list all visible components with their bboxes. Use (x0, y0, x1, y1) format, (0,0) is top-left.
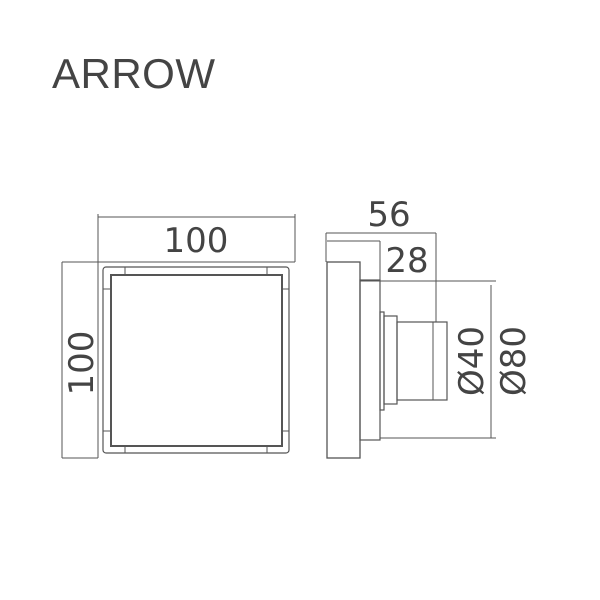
body (359, 279, 381, 441)
corner-marks (103, 267, 289, 453)
collar (383, 315, 398, 405)
body-diameter-label: Ø80 (494, 326, 534, 396)
inner-grate (110, 274, 283, 447)
small-flange (379, 311, 385, 411)
pipe (396, 321, 448, 401)
pipe-diameter-label: Ø40 (452, 326, 492, 396)
outer-frame (102, 266, 290, 454)
depth-body-label: 28 (385, 241, 428, 281)
depth-total-label: 56 (367, 195, 410, 235)
brand-title: ARROW (52, 50, 216, 97)
width-label: 100 (164, 221, 229, 261)
side-view (325, 232, 496, 459)
height-label: 100 (62, 331, 102, 396)
front-view (61, 214, 296, 459)
flange (326, 261, 361, 459)
